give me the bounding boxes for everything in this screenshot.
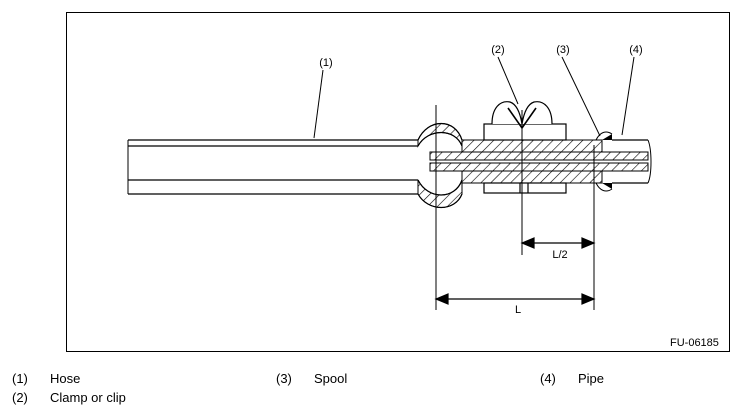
- pipe: [429, 139, 652, 184]
- figure-code: FU-06185: [670, 337, 719, 349]
- legend-text: Spool: [314, 371, 348, 386]
- legend-text: Pipe: [578, 371, 605, 386]
- hose-bulge-section: [417, 123, 463, 208]
- diagram-frame: [66, 12, 730, 352]
- hose-wall-section: [461, 134, 612, 189]
- legend-text: Hose: [50, 371, 81, 386]
- legend-text: Clamp or clip: [50, 390, 126, 405]
- dimension-label-half-length: L/2: [552, 249, 567, 261]
- dimension-label-length: L: [515, 304, 521, 316]
- dimension-length: [434, 293, 596, 305]
- callout-hose: (1): [319, 57, 332, 69]
- legend-number: (4): [540, 371, 556, 386]
- hose: [127, 123, 463, 208]
- clamp: [483, 101, 567, 194]
- dimension-half-length: [520, 237, 596, 249]
- legend-number: (3): [276, 371, 292, 386]
- legend-number: (1): [12, 371, 28, 386]
- spool: [595, 131, 613, 192]
- legend-number: (2): [12, 390, 28, 405]
- callout-leaders: [313, 56, 635, 139]
- callout-pipe: (4): [629, 44, 642, 56]
- callout-clamp: (2): [491, 44, 504, 56]
- reference-lines: [435, 105, 595, 310]
- callout-spool: (3): [556, 44, 569, 56]
